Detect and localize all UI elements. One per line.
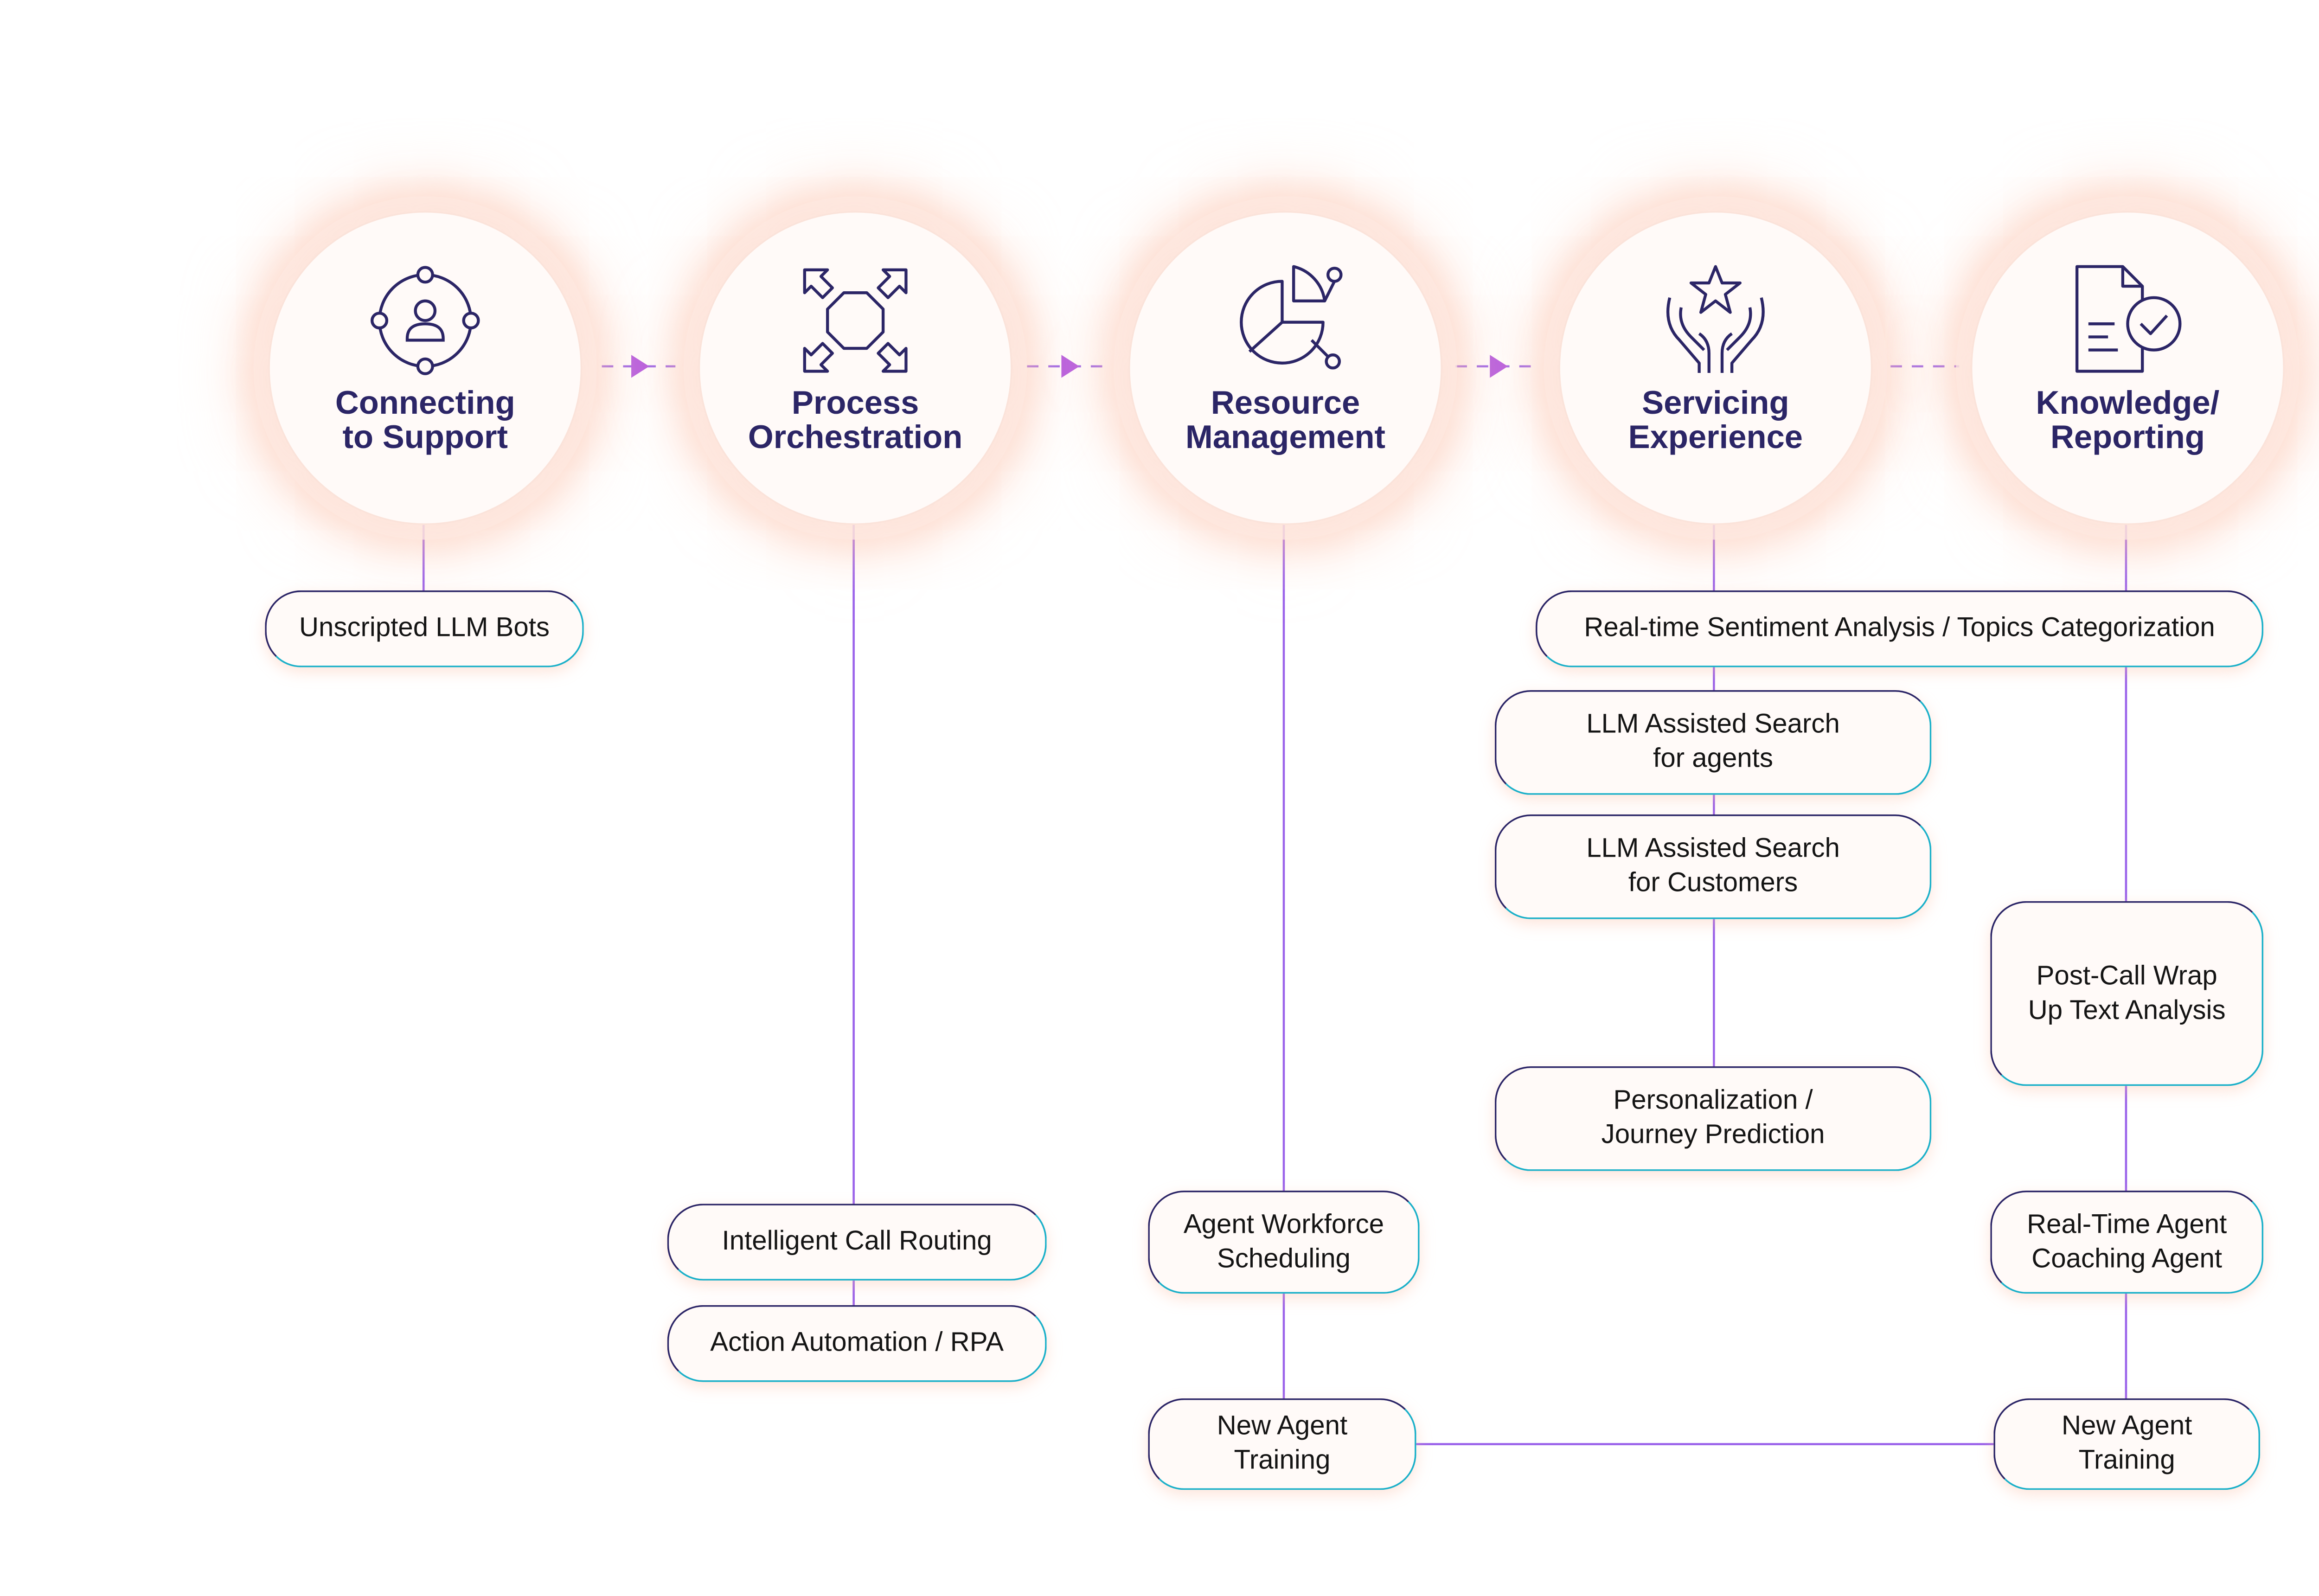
stage-servicing-experience: Servicing Experience (1558, 211, 1873, 525)
stage-resource-management: Resource Management (1128, 211, 1443, 525)
stage-title: Servicing Experience (1628, 386, 1803, 456)
hands-star-icon (1666, 265, 1765, 373)
capability-agent-workforce-scheduling: Agent Workforce Scheduling (1148, 1191, 1420, 1294)
capability-new-agent-training: New Agent Training (1148, 1398, 1416, 1490)
stage-connecting-to-support: Connecting to Support (268, 211, 583, 525)
capability-realtime-agent-coaching: Real-Time Agent Coaching Agent (1990, 1191, 2264, 1294)
flow-arrows (631, 355, 1508, 378)
user-network-icon (371, 266, 480, 375)
document-check-icon (2075, 265, 2182, 373)
stage-title: Knowledge/ Reporting (2036, 386, 2220, 456)
capability-personalization-journey: Personalization / Journey Prediction (1494, 1066, 1932, 1171)
capability-llm-search-agents: LLM Assisted Search for agents (1494, 690, 1932, 795)
pie-chart-icon (1240, 265, 1343, 370)
capability-action-automation-rpa: Action Automation / RPA (667, 1305, 1047, 1382)
stage-knowledge-reporting: Knowledge/ Reporting (1970, 211, 2285, 525)
flow-arrow-icon (631, 355, 649, 378)
stage-title: Process Orchestration (748, 386, 963, 456)
flow-arrow-icon (1490, 355, 1508, 378)
expand-arrows-icon (803, 268, 908, 373)
stage-title: Connecting to Support (335, 386, 515, 456)
capability-post-call-wrap-up: Post-Call Wrap Up Text Analysis (1990, 901, 2264, 1086)
capability-unscripted-llm-bots: Unscripted LLM Bots (265, 590, 584, 667)
stage-process-orchestration: Process Orchestration (698, 211, 1012, 525)
capability-new-agent-training: New Agent Training (1993, 1398, 2261, 1490)
capability-intelligent-call-routing: Intelligent Call Routing (667, 1204, 1047, 1281)
capability-connectors (422, 520, 2127, 1445)
capability-realtime-sentiment-analysis: Real-time Sentiment Analysis / Topics Ca… (1536, 590, 2264, 667)
capability-llm-search-customers: LLM Assisted Search for Customers (1494, 814, 1932, 919)
flow-arrow-icon (1061, 355, 1080, 378)
stage-title: Resource Management (1185, 386, 1386, 456)
